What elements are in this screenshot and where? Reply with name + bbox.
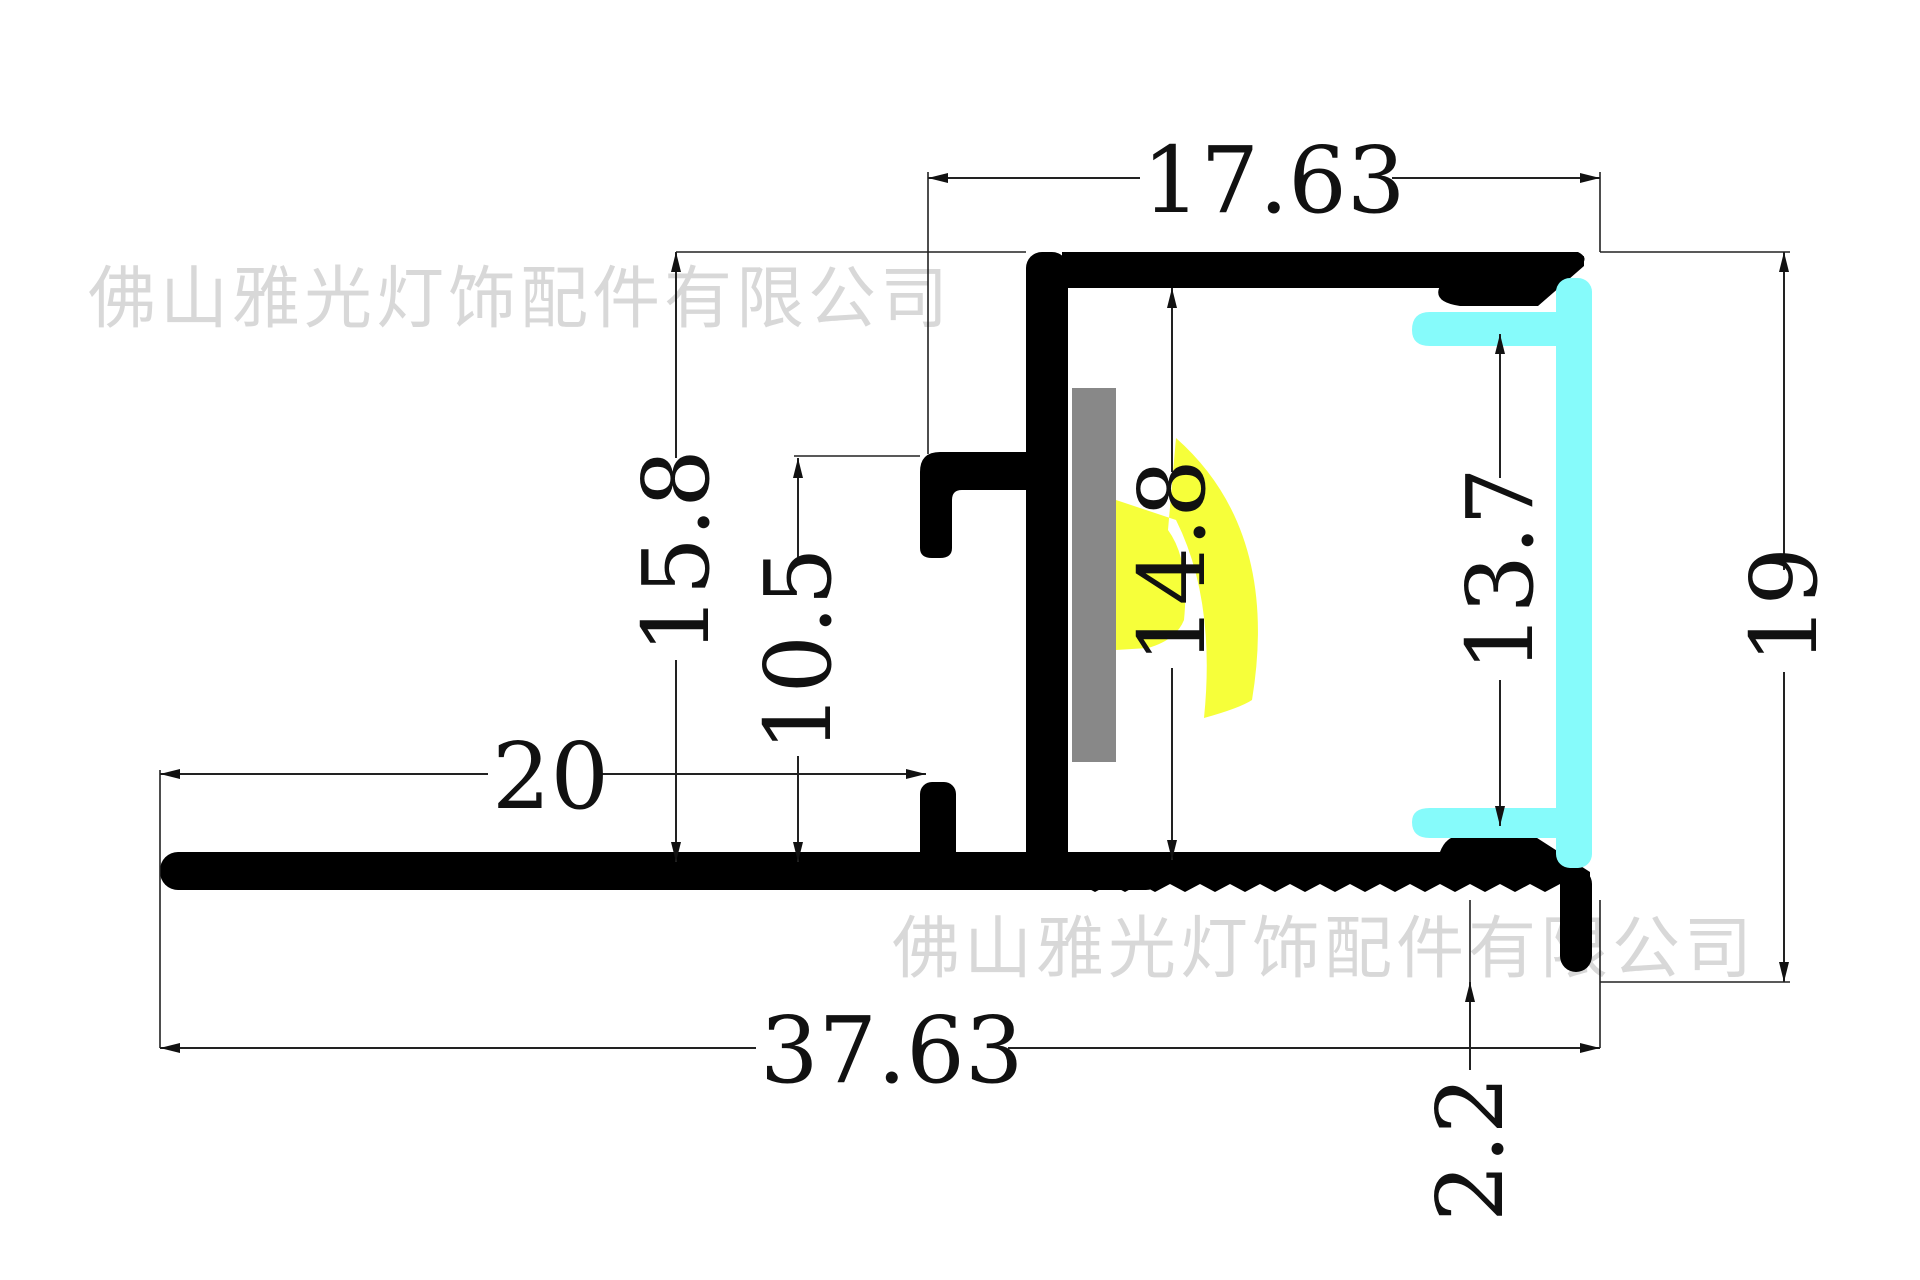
bottom-lip: [1560, 868, 1592, 972]
base-flange: [160, 852, 1164, 890]
dim-outer-height: 15.8: [623, 449, 730, 654]
dim-total-width: 37.63: [760, 997, 1023, 1104]
light-beam: [1116, 438, 1258, 718]
diffuser-front: [1556, 278, 1592, 868]
dim-diffuser-height: 13.7: [1447, 467, 1554, 672]
dimension-lines: [159, 172, 1790, 1070]
lower-tab: [920, 782, 956, 878]
dim-bottom-lip: 2.2: [1417, 1076, 1524, 1222]
diffuser-bottom-arm: [1412, 808, 1578, 838]
diffuser-top-arm: [1412, 312, 1578, 346]
dim-top-width: 17.63: [1142, 127, 1405, 234]
wall-clip: [920, 452, 1030, 558]
top-hook: [1438, 256, 1584, 306]
left-wall: [1026, 252, 1068, 888]
led-strip: [1072, 388, 1116, 762]
dim-flange-width: 20: [492, 723, 609, 830]
watermark-bottom: 佛山雅光灯饰配件有限公司: [892, 910, 1756, 989]
dim-inner-height: 14.8: [1119, 459, 1226, 664]
dim-total-height: 19: [1731, 547, 1838, 664]
serrated-bottom: [1060, 836, 1590, 892]
watermark-top: 佛山雅光灯饰配件有限公司: [88, 260, 952, 339]
aluminum-profile: [160, 252, 1592, 972]
dim-clip-height: 10.5: [745, 547, 852, 752]
